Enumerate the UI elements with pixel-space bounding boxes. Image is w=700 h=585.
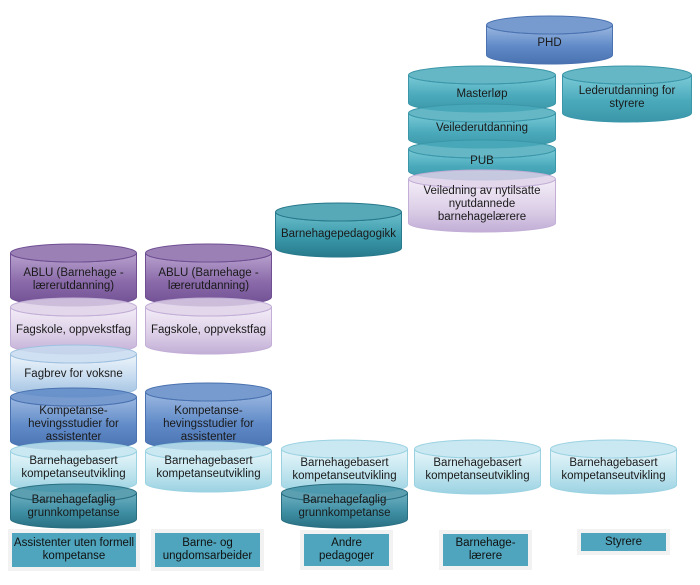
cylinder-shape [408, 65, 556, 113]
cylinder-label: Barnehagepedagogikk [280, 227, 397, 240]
cylinder-shape [145, 382, 272, 451]
cylinder-veiledning-nytilsatte: Veiledning av nytilsatte nyutdannede bar… [408, 169, 556, 233]
cylinder-fagskole-col2: Fagskole, oppvekstfag [145, 297, 272, 355]
cylinder-shape [281, 483, 408, 529]
cylinder-top [10, 387, 137, 407]
cylinder-label: PUB [470, 154, 494, 167]
cylinder-top [10, 344, 137, 364]
role-assistenter: Assistenter uten formell kompetanse [8, 529, 140, 571]
cylinder-top [10, 297, 137, 317]
cylinder-label: Fagskole, oppvekstfag [15, 323, 132, 336]
cylinder-top [562, 65, 692, 85]
cylinder-label: PHD [537, 36, 562, 49]
cylinder-barnehagebasert-col3: Barnehagebasert kompetanseutvikling [281, 439, 408, 495]
cylinder-label: Veilederutdanning [435, 121, 529, 134]
role-label: Barne- og ungdomsarbeider [155, 533, 260, 567]
cylinder-label: Lederutdanning for styrere [578, 85, 676, 110]
cylinder-label: Fagskole, oppvekstfag [150, 323, 267, 336]
cylinder-label: ABLU (Barnehage - lærerutdanning) [23, 267, 124, 292]
cylinder-barnehagebasert-col4: Barnehagebasert kompetanseutvikling [414, 439, 541, 495]
cylinder-top [10, 243, 137, 263]
cylinder-shape [414, 439, 541, 495]
cylinder-label: Barnehagebasert kompetanseutvikling [561, 457, 666, 482]
cylinder-label: Barnehagefaglig grunnkompetanse [27, 494, 120, 519]
role-styrere: Styrere [577, 529, 670, 555]
cylinder-top [10, 483, 137, 503]
cylinder-top [281, 439, 408, 459]
cylinder-label: Barnehagebasert kompetanseutvikling [425, 457, 530, 482]
cylinder-label: Barnehagebasert kompetanseutvikling [292, 457, 397, 482]
cylinder-top [414, 439, 541, 459]
cylinder-shape [10, 297, 137, 355]
cylinder-shape [10, 243, 137, 307]
cylinder-top [408, 103, 556, 123]
cylinder-top [408, 169, 556, 189]
cylinder-shape [10, 483, 137, 529]
cylinder-fagskole-col1: Fagskole, oppvekstfag [10, 297, 137, 355]
cylinder-label: ABLU (Barnehage - lærerutdanning) [158, 267, 259, 292]
role-barne-og-ungdomsarbeider: Barne- og ungdomsarbeider [151, 529, 264, 571]
cylinder-label: Masterløp [456, 87, 508, 100]
cylinder-top [145, 441, 272, 461]
cylinder-barnehagebasert-col5: Barnehagebasert kompetanseutvikling [550, 439, 677, 495]
cylinder-shape [145, 297, 272, 355]
cylinder-label: Fagbrev for voksne [24, 367, 123, 380]
cylinder-phd: PHD [486, 15, 613, 65]
cylinder-label: Kompetanse-hevingsstudier for assistente… [163, 404, 254, 443]
role-label: Barnehage-lærere [443, 534, 528, 566]
cylinder-top [145, 297, 272, 317]
cylinder-label: Barnehagebasert kompetanseutvikling [21, 455, 126, 480]
cylinder-shape [10, 441, 137, 493]
cylinder-top [550, 439, 677, 459]
cylinder-fagbrev-col1: Fagbrev for voksne [10, 344, 137, 398]
cylinder-kompetanseheving-col2: Kompetanse-hevingsstudier for assistente… [145, 382, 272, 451]
cylinder-veilederutdanning: Veilederutdanning [408, 103, 556, 149]
cylinder-grunnkompetanse-col3: Barnehagefaglig grunnkompetanse [281, 483, 408, 529]
cylinder-label: Veiledning av nytilsatte nyutdannede bar… [423, 184, 541, 223]
role-barnehagelaerere: Barnehage-lærere [439, 530, 532, 570]
cylinder-top [486, 15, 613, 35]
cylinder-shape [408, 169, 556, 233]
cylinder-ablu-col2: ABLU (Barnehage - lærerutdanning) [145, 243, 272, 307]
cylinder-top [10, 441, 137, 461]
cylinder-kompetanseheving-col1: Kompetanse-hevingsstudier for assistente… [10, 387, 137, 451]
cylinder-top [145, 243, 272, 263]
role-label: Assistenter uten formell kompetanse [12, 533, 136, 567]
role-label: Andre pedagoger [304, 534, 389, 566]
cylinder-top [145, 382, 272, 402]
cylinder-top [408, 139, 556, 159]
cylinder-top [275, 202, 402, 222]
cylinder-shape [10, 387, 137, 451]
cylinder-barnehagebasert-col1: Barnehagebasert kompetanseutvikling [10, 441, 137, 493]
cylinder-shape [550, 439, 677, 495]
cylinder-label: Barnehagefaglig grunnkompetanse [298, 494, 391, 519]
cylinder-shape [145, 441, 272, 493]
cylinder-barnehagepedagogikk: Barnehagepedagogikk [275, 202, 402, 258]
cylinder-lederutdanning: Lederutdanning for styrere [562, 65, 692, 123]
role-andre-pedagoger: Andre pedagoger [300, 530, 393, 570]
cylinder-barnehagebasert-col2: Barnehagebasert kompetanseutvikling [145, 441, 272, 493]
cylinder-shape [145, 243, 272, 307]
cylinder-shape [10, 344, 137, 398]
cylinder-grunnkompetanse-col1: Barnehagefaglig grunnkompetanse [10, 483, 137, 529]
cylinder-shape [408, 103, 556, 149]
cylinder-shape [275, 202, 402, 258]
cylinder-ablu-col1: ABLU (Barnehage - lærerutdanning) [10, 243, 137, 307]
role-label: Styrere [581, 533, 666, 551]
cylinder-top [281, 483, 408, 503]
cylinder-shape [562, 65, 692, 123]
cylinder-label: Kompetanse-hevingsstudier for assistente… [28, 404, 119, 443]
cylinder-shape [281, 439, 408, 495]
cylinder-shape [486, 15, 613, 65]
cylinder-masterlop: Masterløp [408, 65, 556, 113]
cylinder-label: Barnehagebasert kompetanseutvikling [156, 455, 261, 480]
cylinder-top [408, 65, 556, 85]
